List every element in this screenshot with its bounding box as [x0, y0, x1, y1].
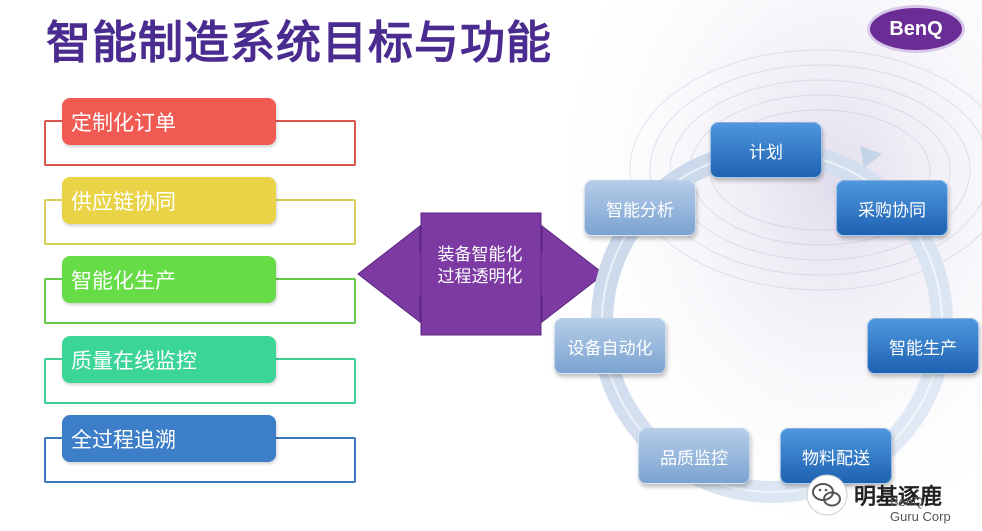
- node-label: 物料配送: [802, 448, 870, 469]
- goal-item-smart-production: 智能化生产: [44, 256, 356, 326]
- logo-text: BenQ: [889, 17, 943, 40]
- watermark-text: 明基逐鹿: [854, 485, 943, 510]
- goal-item-supply-chain: 供应链协同: [44, 177, 356, 247]
- center-label: 装备智能化 过程透明化: [418, 244, 542, 288]
- cycle-node-equipment-automation: 设备自动化: [554, 318, 666, 374]
- goal-label: 智能化生产: [62, 256, 276, 303]
- node-label: 智能生产: [889, 338, 957, 359]
- cycle-node-quality-monitor: 品质监控: [638, 428, 750, 484]
- goal-label: 供应链协同: [62, 177, 276, 224]
- wechat-icon: [806, 474, 848, 516]
- page-title: 智能制造系统目标与功能: [46, 16, 553, 69]
- brand-footer: BenQ Guru Corp: [890, 494, 951, 524]
- node-label: 计划: [749, 142, 783, 163]
- brand-footer-line1: BenQ: [890, 494, 924, 509]
- goal-item-custom-order: 定制化订单: [44, 98, 356, 168]
- node-label: 品质监控: [660, 448, 728, 469]
- goal-label: 全过程追溯: [62, 415, 276, 462]
- center-label-line2: 过程透明化: [437, 267, 523, 287]
- cycle-node-plan: 计划: [710, 122, 822, 178]
- goal-label: 定制化订单: [62, 98, 276, 145]
- function-cycle: 计划 采购协同 智能生产 物料配送 品质监控 设备自动化 智能分析: [554, 110, 982, 510]
- cycle-node-smart-production: 智能生产: [867, 318, 979, 374]
- node-label: 设备自动化: [567, 338, 653, 359]
- node-label: 采购协同: [858, 200, 926, 221]
- benq-logo: BenQ: [870, 8, 962, 50]
- cycle-node-smart-analysis: 智能分析: [584, 180, 696, 236]
- center-label-line1: 装备智能化: [437, 245, 523, 265]
- goal-label: 质量在线监控: [62, 336, 276, 383]
- center-box: [420, 212, 542, 336]
- goal-item-traceability: 全过程追溯: [44, 415, 356, 485]
- wechat-watermark: 明基逐鹿: [806, 474, 942, 516]
- cycle-node-procurement: 采购协同: [836, 180, 948, 236]
- brand-footer-line2: Guru Corp: [890, 509, 951, 524]
- goal-item-quality-monitor: 质量在线监控: [44, 336, 356, 406]
- node-label: 智能分析: [606, 200, 674, 221]
